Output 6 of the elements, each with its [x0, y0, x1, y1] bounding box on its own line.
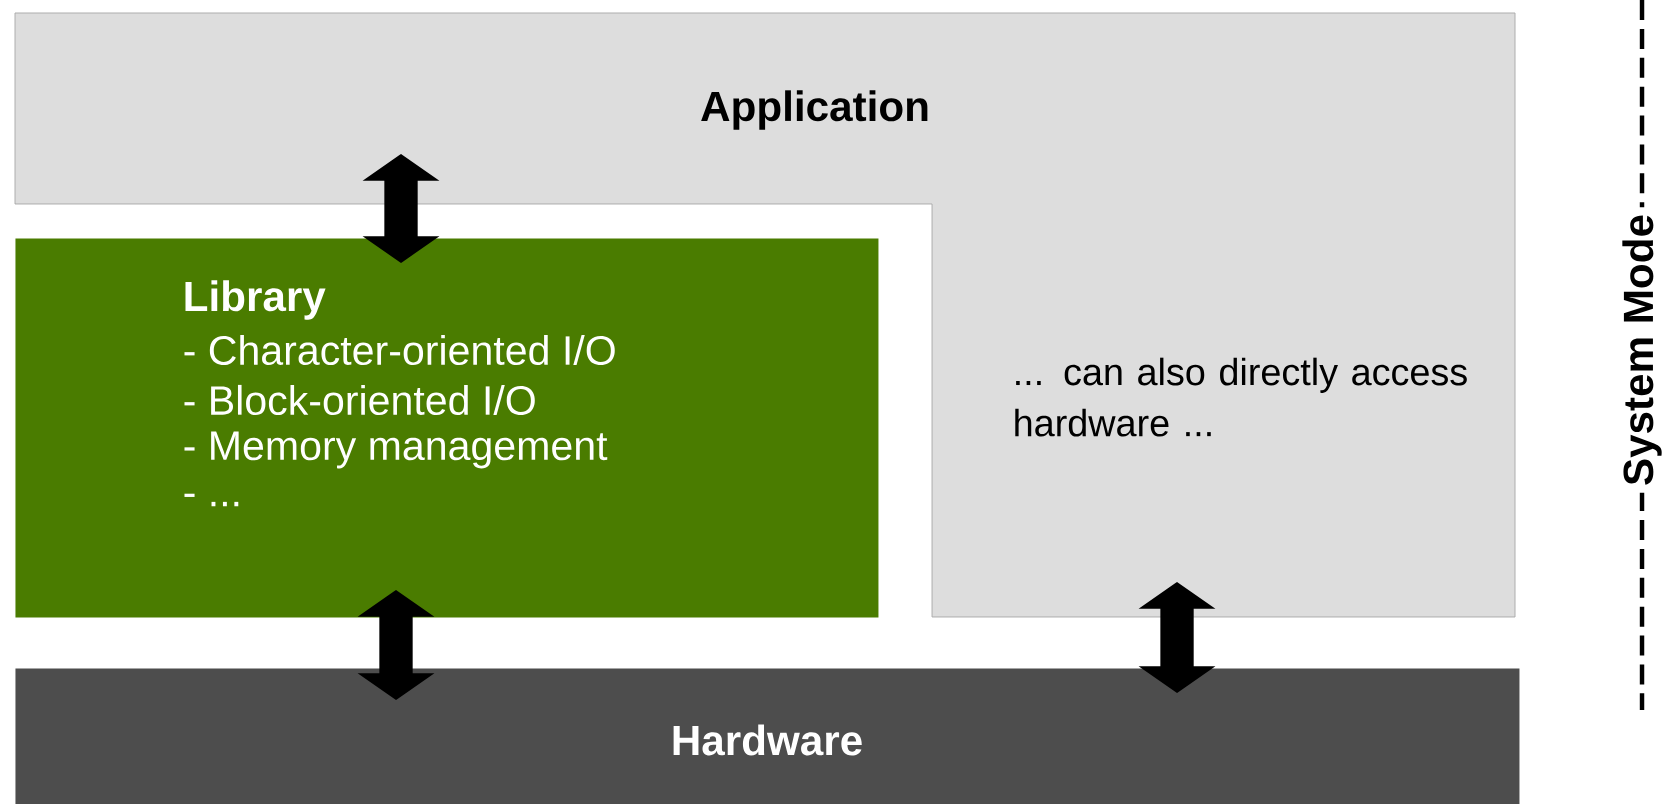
- double-arrow: [357, 590, 435, 700]
- side-label: System Mode: [1615, 207, 1663, 493]
- layer-box: Library - Character-oriented I/O - Block-oriented I/O - Memory management - ...: [15, 238, 879, 618]
- double-arrow: [362, 154, 440, 263]
- double-arrow: [1138, 582, 1216, 693]
- layer-box: Hardware: [15, 668, 1520, 804]
